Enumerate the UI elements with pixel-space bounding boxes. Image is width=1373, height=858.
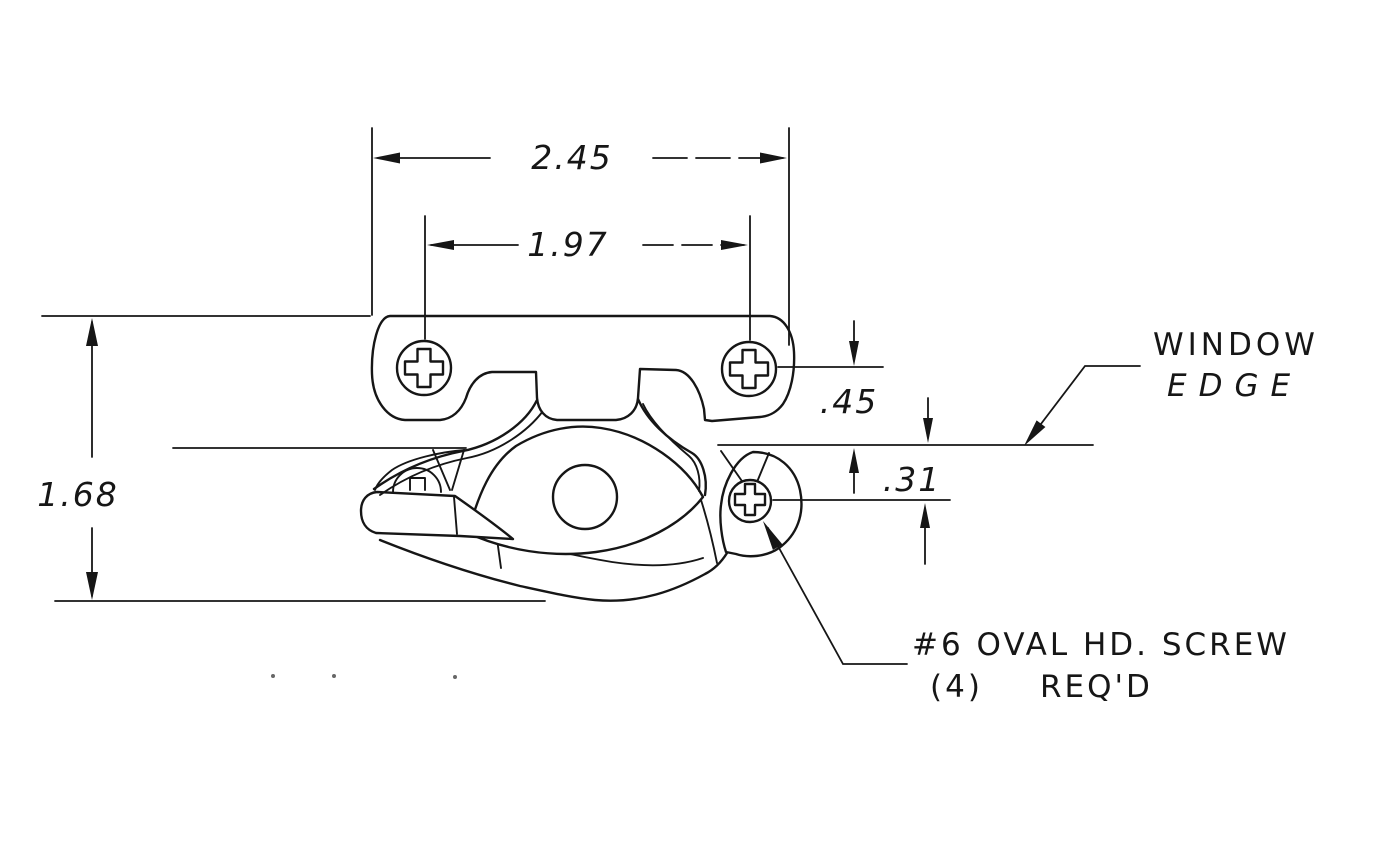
window-edge-leader [1027,365,1141,442]
keeper-screw-left [395,339,453,397]
dim-screw-spacing-value: 1.97 [527,225,608,264]
screw-note-qty: (4) [930,669,983,705]
screw-note-reqd: REQ'D [1040,669,1153,705]
screw-note-callout: #6 OVAL HD. SCREW (4) REQ'D [763,521,1290,705]
window-edge-callout: WINDOW EDGE [1024,327,1319,446]
screw-note-line1: #6 OVAL HD. SCREW [912,627,1290,663]
paper-specks [271,674,457,679]
window-edge-leader-arrow [1024,420,1046,446]
keeper-plate [370,314,796,423]
body-tip-edge [700,499,718,564]
lever-arm-right-edge [453,496,458,535]
phillips-cross-icon [728,348,770,390]
window-edge-label-1: WINDOW [1153,327,1319,363]
left-countersink-cone [432,449,465,491]
cam-latch-arc [372,397,707,497]
sash-lock-body [359,314,803,602]
right-countersink-cone [720,450,770,485]
dim-overall-width-value: 2.45 [531,138,612,177]
screw-note-leader-arrow [763,521,783,550]
screw-note-leader [767,527,908,665]
window-edge-label-2: EDGE [1167,368,1302,404]
phillips-cross-icon [403,347,445,389]
hidden-screw-slot [409,477,426,491]
cam-skirt-outer [378,538,729,602]
base-screw-right [727,478,773,524]
dim-overall-height-value: 1.68 [37,475,118,514]
dim-overall-height: 1.68 [37,315,546,602]
dim-keeper-offset-value: .45 [820,382,878,421]
dim-keeper-offset: .45 [777,320,884,494]
base-left-ear-arc [374,449,466,491]
keeper-screw-right [720,340,778,398]
window-edge-lines [172,444,1094,449]
dim-edge-offset-value: .31 [883,460,941,499]
dim-overall-width: 2.45 [371,127,790,346]
hidden-screw-dome [392,467,442,493]
dim-screw-spacing: 1.97 [424,215,751,341]
lever-arm [359,490,515,541]
cam-pivot-hole [551,463,619,531]
dim-edge-offset: .31 [772,397,951,565]
phillips-cross-icon [733,482,767,517]
